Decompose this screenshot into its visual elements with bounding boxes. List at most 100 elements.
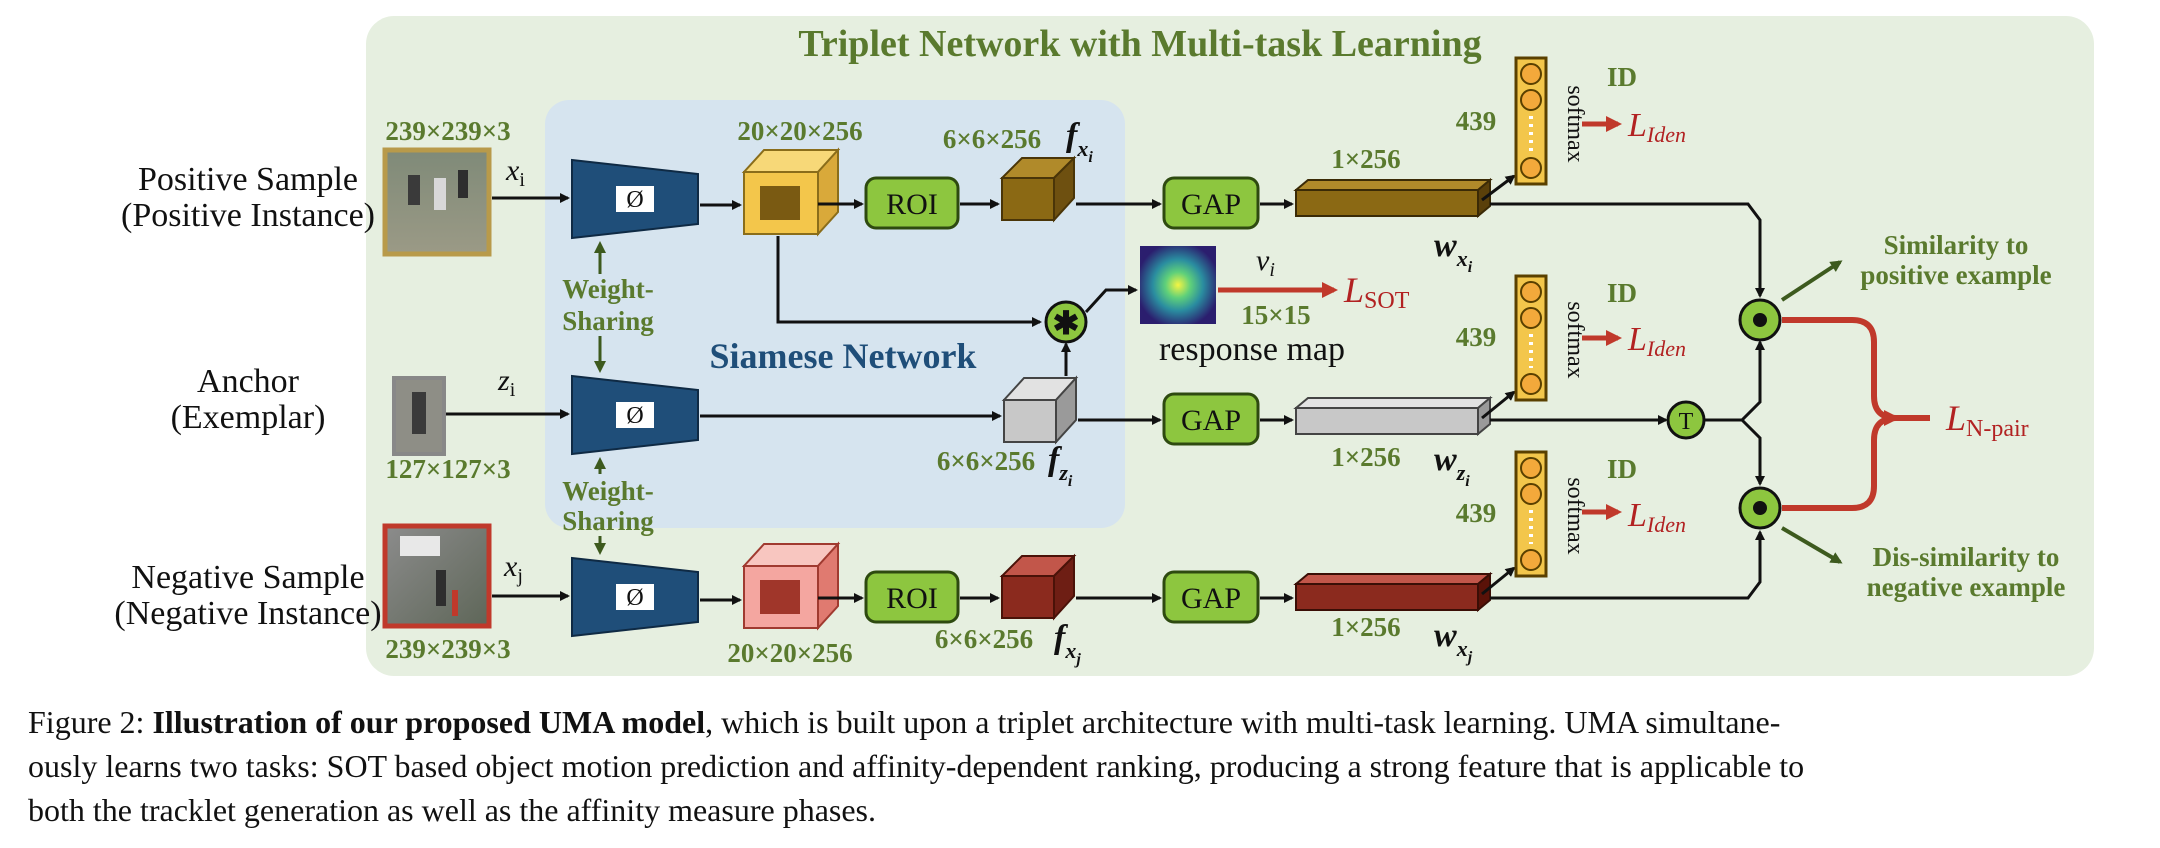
siamese-network-label: Siamese Network [710,336,977,376]
positive-input-var: xi [505,154,525,191]
negative-roi-block: ROI [864,570,960,624]
svg-text:GAP: GAP [1181,404,1241,437]
negative-input-size: 239×239×3 [385,634,510,664]
response-size: 15×15 [1241,300,1310,330]
negative-gap-block: GAP [1162,570,1260,624]
figure-caption: Figure 2: Illustration of our proposed U… [28,700,2138,832]
npair-loss: LN-pair [1945,398,2029,442]
negative-instance-label: (Negative Instance) [114,595,381,632]
anchor-embedding-size: 1×256 [1331,442,1400,472]
id-branch-anchor [1481,274,1548,420]
similarity-pos-line2: positive example [1860,260,2051,290]
correlation-path-from-positive [776,236,1042,327]
svg-text:GAP: GAP [1181,188,1241,221]
transpose-operator: T [1666,400,1706,440]
positive-encoder: Ø [571,158,699,240]
npair-brace [1782,317,1930,511]
negative-input-var: xj [503,550,523,587]
path-negative-to-dot [1490,530,1765,600]
positive-f-symbol: fxi [1066,117,1093,166]
response-map-label: response map [1159,331,1345,368]
anchor-feature-size: 6×6×256 [937,446,1035,476]
cross-correlation-operator: ✱ [1044,300,1088,344]
negative-encoder: Ø [571,556,699,638]
positive-feature-map [741,147,841,237]
positive-roi-block: ROI [864,176,960,230]
caption-bold: Illustration of our proposed UMA model [152,704,706,740]
iden-loss-anchor: LIden [1627,321,1686,361]
positive-input-size: 239×239×3 [385,116,510,146]
id-label-negative: ID [1607,454,1637,484]
id-label-anchor: ID [1607,278,1637,308]
negative-w-symbol: wxj [1434,617,1473,666]
dot-product-negative [1738,486,1782,530]
dot-product-positive [1738,298,1782,342]
anchor-gap-block: GAP [1162,392,1260,446]
caption-line1-rest: , which is built upon a triplet architec… [705,704,1781,740]
arrow-correlation-to-response [1084,285,1138,314]
anchor-label: Anchor [197,363,300,400]
response-map [1140,246,1216,324]
positive-embedding-size: 1×256 [1331,144,1400,174]
negative-input-image [382,523,492,629]
weight-sharing-label-1b: Sharing [562,306,654,336]
negative-roi-feature-cube [999,553,1077,621]
arrow-to-similarity [1780,260,1843,302]
caption-line2: ously learns two tasks: SOT based object… [28,748,1805,784]
path-transpose-up [1704,340,1765,422]
similarity-neg-line1: Dis-similarity to [1873,542,2060,572]
anchor-feature-cube [1001,375,1079,445]
similarity-neg-line2: negative example [1867,572,2066,602]
positive-w-symbol: wxi [1434,227,1473,276]
anchor-encoder: Ø [571,374,699,456]
positive-roi-feature-cube [999,155,1077,223]
path-transpose-down [1740,418,1765,486]
svg-text:ROI: ROI [886,188,938,221]
id-count-negative: 439 [1456,498,1497,528]
weight-sharing-label-2a: Weight- [562,476,654,506]
uma-diagram: Triplet Network with Multi-task Learning… [114,16,2094,676]
negative-feature-map [741,541,841,631]
caption-prefix: Figure 2: [28,704,153,740]
id-count-positive: 439 [1456,106,1497,136]
positive-sample-label: Positive Sample [138,161,358,198]
svg-text:GAP: GAP [1181,582,1241,615]
arrow-to-dissimilarity [1780,526,1843,564]
positive-gap-block: GAP [1162,176,1260,230]
sot-loss: LSOT [1343,270,1410,314]
positive-feature-size: 20×20×256 [737,116,862,146]
positive-input-image [382,147,492,257]
svg-text:✱: ✱ [1053,305,1080,341]
weight-sharing-label-2b: Sharing [562,506,654,536]
anchor-input-image [392,376,446,456]
positive-roi-size: 6×6×256 [943,124,1041,154]
anchor-input-var: zi [497,364,516,401]
anchor-w-symbol: wzi [1434,441,1470,490]
iden-loss-positive: LIden [1627,107,1686,147]
negative-embedding-size: 1×256 [1331,612,1400,642]
svg-text:Ø: Ø [626,187,643,213]
diagram-title: Triplet Network with Multi-task Learning [798,23,1481,65]
exemplar-label: (Exemplar) [171,399,326,436]
negative-embedding-bar [1293,571,1493,613]
id-count-anchor: 439 [1456,322,1497,352]
anchor-f-symbol: fzi [1048,441,1073,490]
anchor-input-size: 127×127×3 [385,454,510,484]
negative-f-symbol: fxj [1054,619,1081,668]
negative-sample-label: Negative Sample [131,559,364,596]
svg-text:Ø: Ø [626,585,643,611]
softmax-label-negative: softmax [1562,477,1588,554]
weight-sharing-label-1a: Weight- [562,274,654,304]
path-positive-to-dot [1490,202,1765,298]
svg-text:Ø: Ø [626,403,643,429]
svg-text:T: T [1679,409,1694,435]
similarity-pos-line1: Similarity to [1884,230,2029,260]
negative-feature-size: 20×20×256 [727,638,852,668]
negative-roi-size: 6×6×256 [935,624,1033,654]
id-label-positive: ID [1607,62,1637,92]
caption-line3: both the tracklet generation as well as … [28,792,876,828]
iden-loss-negative: LIden [1627,497,1686,537]
id-branch-positive [1481,56,1548,202]
id-branch-negative [1481,450,1548,596]
response-var: vi [1256,244,1275,281]
